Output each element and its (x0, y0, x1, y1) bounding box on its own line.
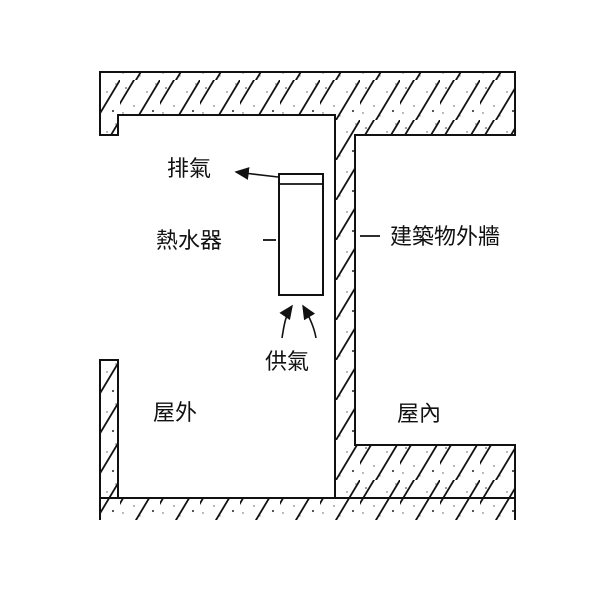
outdoor-label: 屋外 (153, 401, 197, 426)
water-heater-label: 熱水器 (156, 229, 222, 254)
building-exterior-wall-label: 建築物外牆 (390, 225, 500, 250)
supply-air-arrow-right (302, 304, 317, 339)
left-lower-wall (99, 359, 119, 499)
indoor-label: 屋內 (397, 402, 441, 427)
water-heater-unit (278, 173, 324, 296)
exhaust-label: 排氣 (167, 157, 211, 182)
floor-slab (100, 498, 515, 520)
outdoor-space-outline (117, 114, 336, 499)
exhaust-arrow (234, 167, 279, 180)
supply-air-arrow-left (279, 304, 293, 339)
air-supply-label: 供氣 (265, 350, 309, 375)
